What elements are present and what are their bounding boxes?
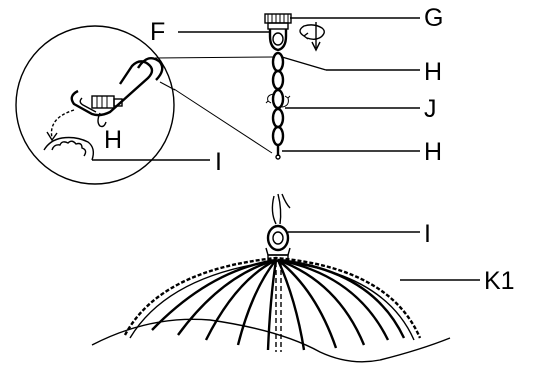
lamp-shade [91,256,451,363]
label-k1: K1 [484,267,515,295]
ceiling-mount-g [264,13,292,30]
chain [271,51,285,160]
detail-magnifier [15,25,274,185]
leader-lines [92,17,480,281]
label-h-bottom: H [424,138,442,166]
label-f: F [150,18,165,46]
label-j: J [424,95,437,123]
label-h-detail: H [104,126,122,154]
chain-link-rotate-icon [265,93,291,108]
label-i-detail: I [215,148,222,176]
label-i-canopy: I [424,220,431,248]
label-h-top: H [424,58,442,86]
canopy-ring-i [265,193,291,261]
hook-f [268,29,288,52]
rotate-arrow-icon [299,22,325,52]
label-g: G [424,4,443,32]
